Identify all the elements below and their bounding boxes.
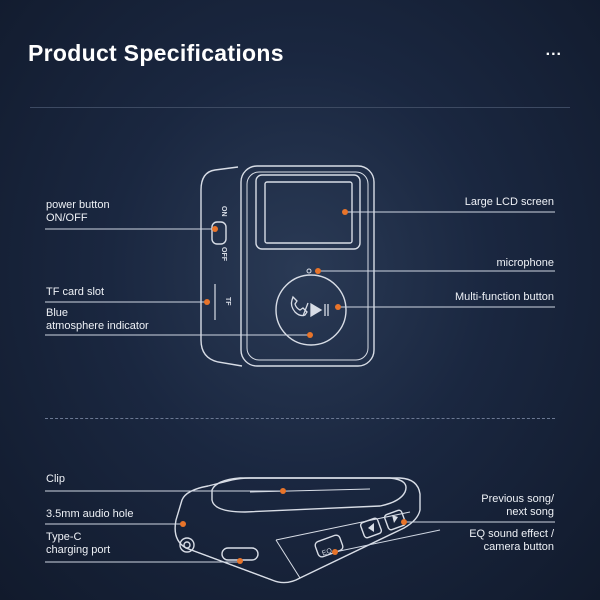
blue-indicator-label-line1: Blue — [46, 307, 69, 319]
eq-camera-label-line2: camera button — [483, 541, 554, 553]
callout-dots-top — [204, 209, 348, 338]
prev-next-label: Previous song/ next song — [481, 493, 554, 519]
side-button-glyphs: EQ — [321, 515, 398, 558]
eq-camera-label: EQ sound effect / camera button — [469, 528, 554, 554]
clip-label: Clip — [46, 473, 65, 485]
on-marking: ON — [220, 206, 227, 217]
lcd-screen-label: Large LCD screen — [464, 196, 554, 208]
page-title: Product Specifications — [28, 40, 284, 66]
blue-indicator-label: Blue atmosphere indicator — [46, 307, 149, 333]
microphone-hole — [306, 268, 312, 274]
tf-marking: TF — [224, 297, 231, 306]
power-button-label-line1: power button — [46, 199, 110, 211]
microphone-label: microphone — [496, 257, 554, 269]
multifunction-button-outline — [275, 274, 347, 346]
power-button-label: power button ON/OFF — [46, 199, 110, 225]
device-side — [174, 477, 421, 584]
eq-camera-label-line1: EQ sound effect / — [469, 528, 554, 540]
prev-next-label-line1: Previous song/ — [481, 493, 554, 505]
typec-port-label-line2: charging port — [46, 544, 111, 556]
phone-play-icon — [290, 295, 329, 318]
blue-indicator-label-line2: atmosphere indicator — [46, 320, 149, 332]
prev-next-label-line2: next song — [506, 506, 554, 518]
callout-lines-top — [45, 211, 555, 336]
device-front — [200, 165, 375, 367]
eq-camera-icon: EQ — [321, 547, 333, 557]
typec-port-label-line1: Type-C — [46, 531, 82, 543]
multifunction-button-label: Multi-function button — [454, 291, 554, 303]
callout-dots-bottom — [180, 488, 407, 564]
callout-lines-bottom — [45, 490, 555, 563]
typec-port-label: Type-C charging port — [46, 531, 110, 557]
tf-slot-label: TF card slot — [46, 286, 105, 298]
section-divider — [45, 418, 555, 419]
header-divider — [30, 107, 570, 108]
previous-icon — [368, 523, 374, 532]
audio-hole-label: 3.5mm audio hole — [46, 508, 134, 520]
more-menu-icon[interactable]: ... — [545, 42, 562, 59]
off-marking: OFF — [220, 247, 227, 262]
power-button-label-line2: ON/OFF — [46, 212, 88, 224]
next-icon — [392, 515, 398, 523]
